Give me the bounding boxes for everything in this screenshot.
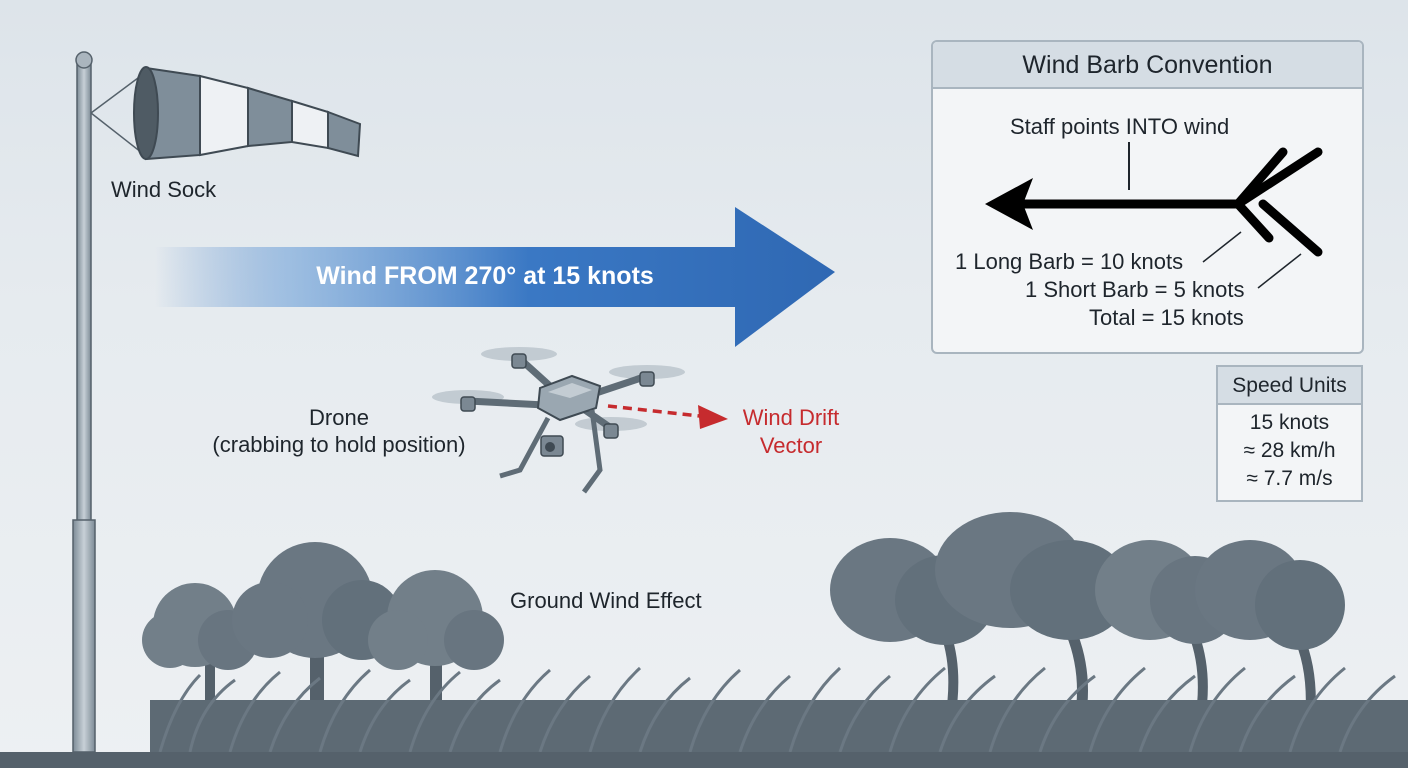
- speed-kmh: ≈ 28 km/h: [1243, 439, 1336, 462]
- speed-knots: 15 knots: [1249, 411, 1330, 434]
- drone-title: Drone: [309, 405, 369, 430]
- wind-direction-arrow: [155, 207, 835, 347]
- windsock-label: Wind Sock: [111, 177, 217, 202]
- windsock-icon: [90, 66, 362, 161]
- drone-icon: [432, 347, 685, 494]
- drone-subtitle: (crabbing to hold position): [212, 432, 466, 457]
- windblown-trees: [830, 512, 1345, 721]
- barb-total-label: Total = 15 knots: [1089, 305, 1244, 330]
- ground-wind-label: Ground Wind Effect: [510, 588, 702, 613]
- wind-barb-panel: Wind Barb Convention Staff points INTO w…: [931, 40, 1364, 354]
- barb-panel-title: Wind Barb Convention: [933, 42, 1362, 89]
- ground-strip: [0, 752, 1408, 768]
- long-barb-label: 1 Long Barb = 10 knots: [955, 249, 1184, 274]
- short-barb-label: 1 Short Barb = 5 knots: [1025, 277, 1245, 302]
- wind-arrow-label: Wind FROM 270° at 15 knots: [316, 262, 654, 290]
- grass: [150, 666, 1408, 753]
- speed-ms: ≈ 7.7 m/s: [1246, 467, 1333, 490]
- staff-direction-label: Staff points INTO wind: [1010, 114, 1230, 139]
- windsock-pole: [72, 51, 96, 753]
- drift-label-line2: Vector: [759, 433, 823, 458]
- speed-units-panel: Speed Units 15 knots ≈ 28 km/h ≈ 7.7 m/s: [1216, 365, 1363, 502]
- wind-drift-vector: [607, 404, 728, 429]
- drift-label-line1: Wind Drift: [742, 405, 840, 430]
- wind-barb-icon: [985, 142, 1323, 289]
- calm-trees: [142, 542, 504, 720]
- speed-units-title: Speed Units: [1218, 367, 1361, 405]
